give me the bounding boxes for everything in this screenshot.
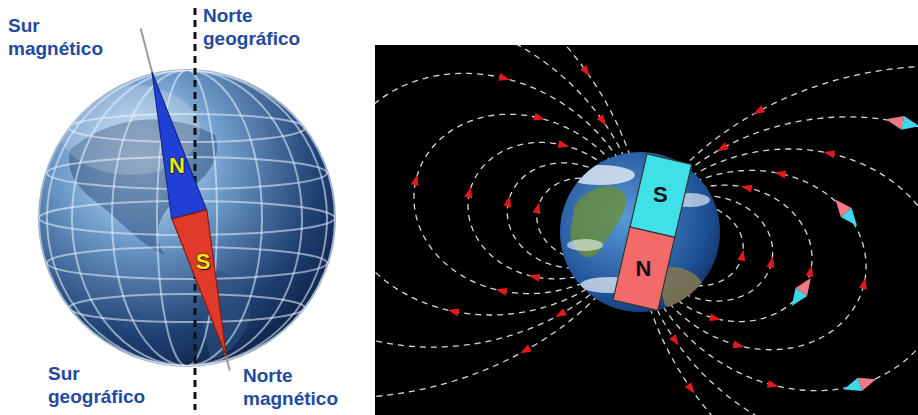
space-background bbox=[375, 45, 918, 415]
field-arrow bbox=[533, 113, 546, 123]
magnet-south-pole: S bbox=[628, 152, 694, 239]
field-arrow bbox=[498, 73, 511, 83]
field-arrow bbox=[752, 105, 765, 117]
compass-north-half bbox=[885, 112, 905, 129]
compass-south-half bbox=[842, 378, 862, 396]
pole-label: Sur magnético bbox=[8, 14, 126, 60]
pole-label: Sur geográfico bbox=[48, 362, 166, 408]
pole-letter: S bbox=[196, 251, 211, 273]
earth-sphere bbox=[560, 152, 720, 312]
field-arrow bbox=[806, 265, 816, 277]
field-arrow bbox=[447, 306, 459, 316]
field-arrow bbox=[533, 202, 543, 215]
label-box: Sur geográfico bbox=[48, 362, 166, 408]
pole-letter: S bbox=[653, 184, 668, 206]
magnetic-axis-line bbox=[141, 28, 230, 370]
cloud bbox=[567, 239, 603, 251]
field-arrow bbox=[709, 313, 722, 323]
globe-grid bbox=[39, 70, 335, 366]
field-arrow bbox=[737, 249, 747, 261]
field-arrow bbox=[411, 173, 421, 186]
field-arrow bbox=[503, 195, 513, 208]
label-box: Norte geográfico bbox=[203, 4, 321, 50]
globe-surface bbox=[39, 70, 335, 366]
label-box: Norte magnético bbox=[243, 364, 361, 410]
compass-needle bbox=[842, 373, 879, 397]
pole-label: Norte magnético bbox=[243, 364, 361, 410]
earth bbox=[560, 152, 720, 312]
field-arrow bbox=[740, 182, 752, 192]
field-line bbox=[375, 45, 641, 347]
compass-south-half bbox=[841, 208, 863, 230]
field-arrow bbox=[597, 114, 610, 128]
node-outline bbox=[170, 208, 228, 359]
field-arrow bbox=[518, 345, 531, 357]
pole-label: Norte geográfico bbox=[203, 4, 321, 50]
field-line bbox=[375, 45, 641, 398]
field-arrow bbox=[767, 380, 780, 390]
field-arrow bbox=[558, 140, 571, 150]
field-arrow bbox=[580, 65, 593, 79]
field-arrow bbox=[733, 340, 746, 350]
field-arrow bbox=[767, 256, 777, 268]
magnet-north-pole: N bbox=[611, 225, 677, 312]
node-shape bbox=[630, 154, 692, 237]
label-box: Sur magnético bbox=[8, 14, 126, 60]
field-arrow bbox=[774, 168, 786, 178]
node-shape bbox=[152, 72, 206, 218]
compass-needle bbox=[885, 112, 918, 133]
field-arrow bbox=[685, 382, 698, 396]
compass-south-half bbox=[901, 116, 918, 133]
field-arrow bbox=[715, 142, 728, 154]
field-arrow bbox=[495, 286, 507, 296]
node-outline bbox=[150, 70, 208, 221]
field-arrow bbox=[859, 277, 869, 289]
globe bbox=[39, 8, 335, 410]
compass-needle bbox=[830, 195, 862, 230]
compass-needle-north: N bbox=[150, 70, 208, 221]
field-lines bbox=[375, 45, 918, 415]
node-shape bbox=[613, 227, 675, 310]
compass-south-half bbox=[786, 288, 807, 310]
compass-needle-south: S bbox=[170, 208, 228, 359]
field-line bbox=[375, 73, 641, 315]
field-arrow bbox=[669, 334, 682, 348]
field-arrow bbox=[823, 148, 835, 158]
field-arrow bbox=[464, 186, 474, 199]
pole-letter: N bbox=[169, 155, 185, 177]
compass-needle bbox=[786, 274, 817, 310]
globe-sphere bbox=[39, 70, 335, 366]
field-arrow bbox=[553, 308, 566, 320]
field-arrow bbox=[528, 272, 540, 282]
node-shape bbox=[172, 210, 226, 356]
pole-letter: N bbox=[636, 258, 652, 280]
cloud bbox=[565, 165, 635, 185]
